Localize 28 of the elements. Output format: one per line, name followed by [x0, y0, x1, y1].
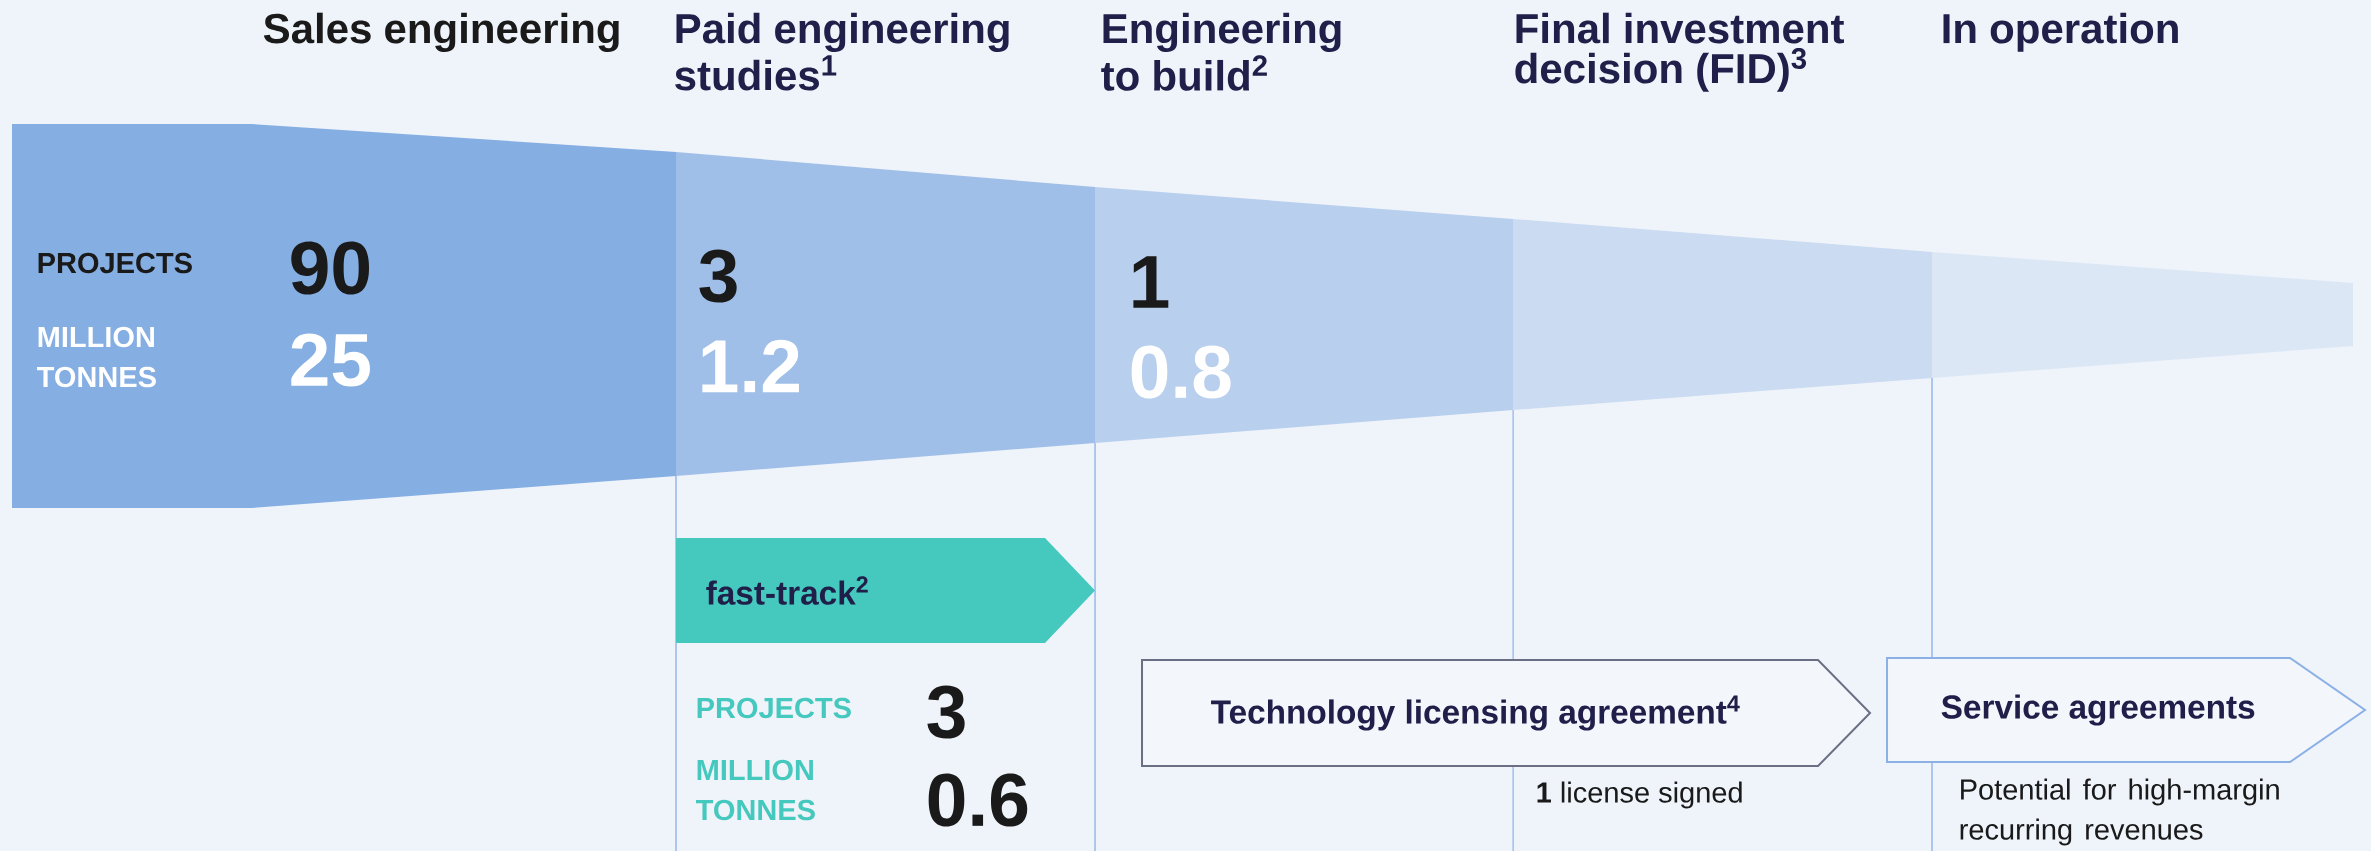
row-label: MILLION TONNES — [37, 326, 156, 388]
stage-value: 90 — [291, 241, 369, 295]
stage-heading: Engineering to build$^{2}$ — [1101, 12, 1341, 91]
chevron-tag: fast-track$^{2}$ — [676, 538, 1095, 643]
stage-heading: Paid engineering studies$^{1}$ — [675, 12, 1009, 91]
stage-value: 0.8 — [1131, 345, 1231, 399]
chevron-box: Technology licensing agreement$^{4}$ — [1141, 659, 1872, 767]
stage-heading: In operation — [1943, 12, 2178, 52]
note: 1 license signed — [1537, 781, 1742, 809]
stage-value: 3 — [699, 249, 737, 303]
funnel-segment — [12, 124, 676, 508]
note: Potential for high-margin recurring revenues — [1960, 778, 2279, 846]
chevron-box: Service agreements — [1886, 657, 2367, 763]
node-label: Service agreements — [1941, 694, 2255, 726]
stage-value: 25 — [291, 333, 370, 387]
stage-value: 3 — [927, 685, 965, 739]
stage-value: 0.6 — [928, 773, 1028, 827]
funnel-segment — [1932, 252, 2353, 378]
stage-value: 1 — [1133, 256, 1169, 308]
funnel-segment — [1095, 187, 1513, 443]
funnel-segment — [1513, 219, 1933, 410]
stage-heading: Final investment decision (FID)$^{3}$ — [1515, 12, 1844, 92]
row-label: PROJECTS — [38, 252, 192, 274]
row-label: PROJECTS — [697, 697, 851, 719]
stage-heading: Sales engineering — [263, 12, 619, 52]
stage-value: 1.2 — [702, 339, 799, 393]
funnel-segment — [676, 152, 1095, 476]
row-label: MILLION TONNES — [696, 759, 815, 821]
